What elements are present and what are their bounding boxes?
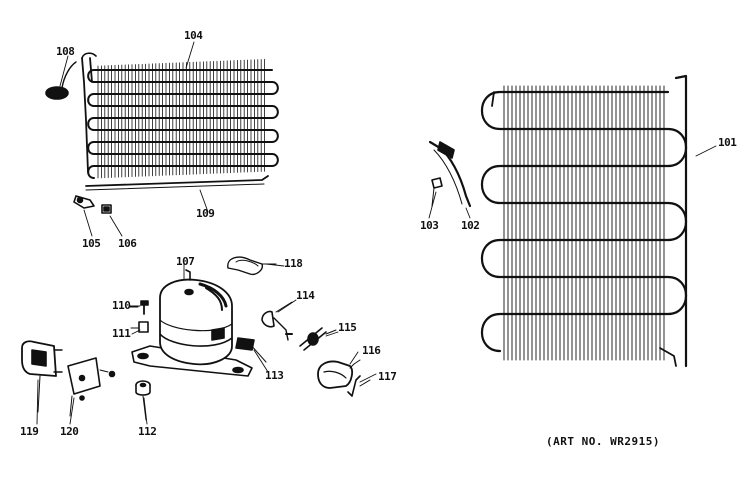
- callout-108: 108: [56, 45, 75, 58]
- callout-107: 107: [176, 255, 195, 268]
- callout-102: 102: [461, 219, 480, 232]
- clip-118: [227, 256, 277, 276]
- valve-105: [73, 195, 95, 209]
- grommet-112: [135, 380, 151, 421]
- callout-104: 104: [184, 29, 203, 42]
- callout-116: 116: [362, 344, 381, 357]
- callout-112: 112: [138, 425, 157, 438]
- evaporator-104: [81, 52, 279, 179]
- spacer-111: [130, 321, 149, 333]
- callout-111: 111: [112, 327, 131, 340]
- drain-tube-109: [85, 175, 269, 191]
- plug-114: [261, 301, 293, 341]
- callout-118: 118: [284, 257, 303, 270]
- callout-103: 103: [420, 219, 439, 232]
- bracket-119: [21, 340, 63, 413]
- grommet-106: [101, 204, 112, 214]
- harness-102: [428, 140, 472, 208]
- relay-116: [317, 359, 361, 389]
- callout-120: 120: [60, 425, 79, 438]
- callout-106: 106: [118, 237, 137, 250]
- callout-119: 119: [20, 425, 39, 438]
- cover-120: [67, 357, 116, 417]
- callout-101: 101: [718, 136, 737, 149]
- callout-113: 113: [265, 369, 284, 382]
- callout-110: 110: [112, 299, 131, 312]
- art-number: (ART NO. WR2915): [546, 435, 660, 448]
- callout-114: 114: [296, 289, 315, 302]
- callout-109: 109: [196, 207, 215, 220]
- compressor-107: [131, 269, 253, 377]
- clip-115: [299, 327, 337, 351]
- terminal-113: [235, 337, 267, 363]
- clip-117: [347, 375, 371, 397]
- screw-110: [129, 300, 149, 315]
- callout-115: 115: [338, 321, 357, 334]
- callout-117: 117: [378, 370, 397, 383]
- callout-105: 105: [82, 237, 101, 250]
- thermostat-bulb-108: [45, 61, 77, 100]
- connector-103: [431, 177, 443, 207]
- condenser-101: [480, 74, 688, 368]
- leader-lines: [36, 41, 717, 425]
